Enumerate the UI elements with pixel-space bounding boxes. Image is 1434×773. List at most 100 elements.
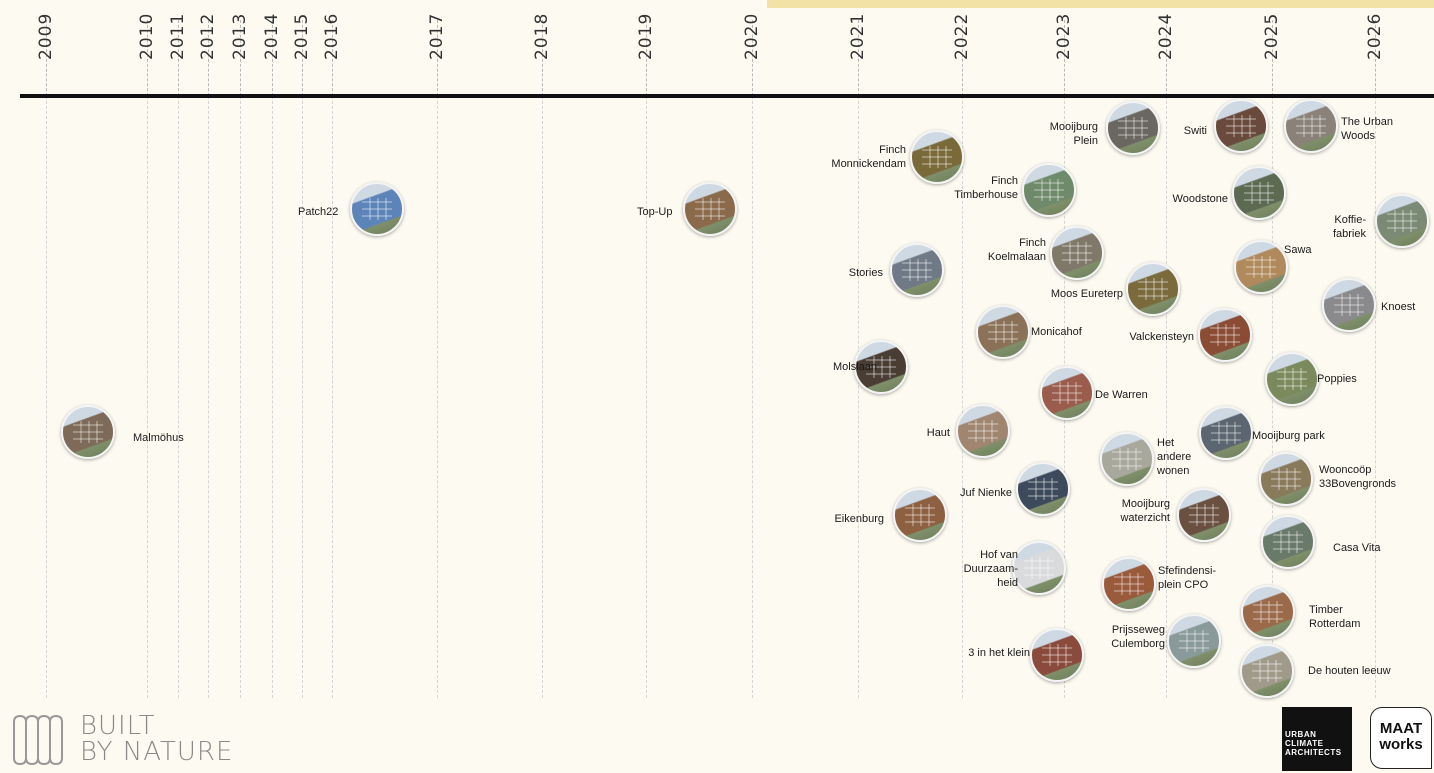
year-tick <box>1166 20 1167 96</box>
building-icon <box>866 356 896 378</box>
built-by-nature-logo: BUILT BY NATURE <box>10 710 270 770</box>
project-koffiefabriek-label: Koffie- fabriek <box>1332 214 1366 240</box>
year-tick <box>1272 20 1273 96</box>
project-switi-label: Switi <box>1183 125 1207 137</box>
year-label-2025: 2025 <box>1262 12 1282 60</box>
maat-line1: MAAT <box>1379 720 1423 737</box>
project-the-urban-woods-photo <box>1284 99 1338 153</box>
year-tick <box>147 20 148 96</box>
project-molslaan-label: Molslaan <box>832 361 877 373</box>
top-accent-bar <box>767 0 1434 8</box>
year-tick <box>178 20 179 96</box>
project-finch-koelmalaan-label: Finch Koelmalaan <box>987 237 1046 263</box>
project-molslaan-photo <box>854 340 908 394</box>
year-tick <box>272 20 273 96</box>
year-tick <box>332 20 333 96</box>
project-hof-van-duurzaamheid-label: Hof van Duurzaam- heid <box>963 549 1018 589</box>
project-sawa-photo <box>1234 240 1288 294</box>
building-icon <box>1114 573 1144 595</box>
building-icon <box>1062 242 1092 264</box>
year-gridline <box>208 96 209 698</box>
building-icon <box>362 198 392 220</box>
year-tick <box>1375 20 1376 96</box>
project-switi-photo <box>1214 99 1268 153</box>
year-gridline <box>752 96 753 698</box>
year-label-2018: 2018 <box>532 12 552 60</box>
project-woodstone-label: Woodstone <box>1172 193 1228 205</box>
year-gridline <box>858 96 859 698</box>
timeline-axis <box>20 94 1434 98</box>
year-gridline <box>1166 96 1167 698</box>
project-haut-photo <box>956 404 1010 458</box>
project-de-warren-photo <box>1040 366 1094 420</box>
year-gridline <box>240 96 241 698</box>
year-tick <box>240 20 241 96</box>
building-icon <box>988 321 1018 343</box>
project-patch22-label: Patch22 <box>298 206 339 218</box>
year-tick <box>1064 20 1065 96</box>
project-timber-rotterdam-photo <box>1241 585 1295 639</box>
logo-text-line1: BUILT <box>80 711 156 741</box>
project-3-in-het-klein-label: 3 in het klein <box>968 647 1030 659</box>
project-3-in-het-klein-photo <box>1030 628 1084 682</box>
project-woodstone-photo <box>1232 166 1286 220</box>
project-top-up-label: Top-Up <box>637 206 673 218</box>
project-het-andere-wonen-label: Het andere wonen <box>1157 437 1192 477</box>
building-icon <box>1334 294 1364 316</box>
building-icon <box>1226 115 1256 137</box>
project-valckensteyn-label: Valckensteyn <box>1129 331 1194 343</box>
building-icon <box>1277 368 1307 390</box>
building-icon <box>968 420 998 442</box>
year-tick <box>646 20 647 96</box>
building-icon <box>1296 115 1326 137</box>
urban-climate-architects-logo: URBAN CLIMATE ARCHITECTS <box>1282 707 1352 771</box>
year-label-2017: 2017 <box>427 12 447 60</box>
year-tick <box>752 20 753 96</box>
building-icon <box>73 421 103 443</box>
year-gridline <box>962 96 963 698</box>
project-sfefindensi-plein-cpo-label: Sfefindensi- plein CPO <box>1158 565 1217 591</box>
year-label-2022: 2022 <box>952 12 972 60</box>
building-icon <box>1273 531 1303 553</box>
building-icon <box>1210 324 1240 346</box>
project-haut-label: Haut <box>926 427 950 439</box>
building-icon <box>1271 468 1301 490</box>
project-hof-van-duurzaamheid-photo <box>1012 541 1066 595</box>
project-eikenburg-photo <box>893 488 947 542</box>
project-het-andere-wonen-photo <box>1100 432 1154 486</box>
year-gridline <box>302 96 303 698</box>
building-icon <box>1179 630 1209 652</box>
year-label-2012: 2012 <box>198 12 218 60</box>
maat-line2: works <box>1379 736 1423 753</box>
year-label-2013: 2013 <box>230 12 250 60</box>
uca-line1: URBAN <box>1285 730 1317 739</box>
project-mooijburg-park-photo <box>1199 406 1253 460</box>
project-moos-eureterp-photo <box>1126 262 1180 316</box>
building-icon <box>1189 504 1219 526</box>
project-finch-koelmalaan-photo <box>1050 226 1104 280</box>
building-icon <box>1034 179 1064 201</box>
building-icon <box>695 198 725 220</box>
project-sawa-label: Sawa <box>1284 244 1312 256</box>
project-monicahof-label: Monicahof <box>1031 326 1082 338</box>
project-casa-vita-photo <box>1261 515 1315 569</box>
building-icon <box>905 504 935 526</box>
project-knoest-label: Knoest <box>1381 301 1416 313</box>
building-icon <box>1028 478 1058 500</box>
project-de-warren-label: De Warren <box>1095 389 1148 401</box>
project-sfefindensi-plein-cpo-photo <box>1102 557 1156 611</box>
year-gridline <box>437 96 438 698</box>
building-icon <box>1253 601 1283 623</box>
project-finch-monnickendam-photo <box>910 130 964 184</box>
year-label-2023: 2023 <box>1054 12 1074 60</box>
project-monicahof-photo <box>976 305 1030 359</box>
building-icon <box>1246 256 1276 278</box>
year-gridline <box>46 96 47 698</box>
year-tick <box>302 20 303 96</box>
project-valckensteyn-photo <box>1198 308 1252 362</box>
building-icon <box>1138 278 1168 300</box>
year-gridline <box>147 96 148 698</box>
project-prijsseweg-culemborg-label: Prijsseweg Culemborg <box>1111 624 1165 650</box>
year-tick <box>208 20 209 96</box>
year-gridline <box>1375 96 1376 698</box>
